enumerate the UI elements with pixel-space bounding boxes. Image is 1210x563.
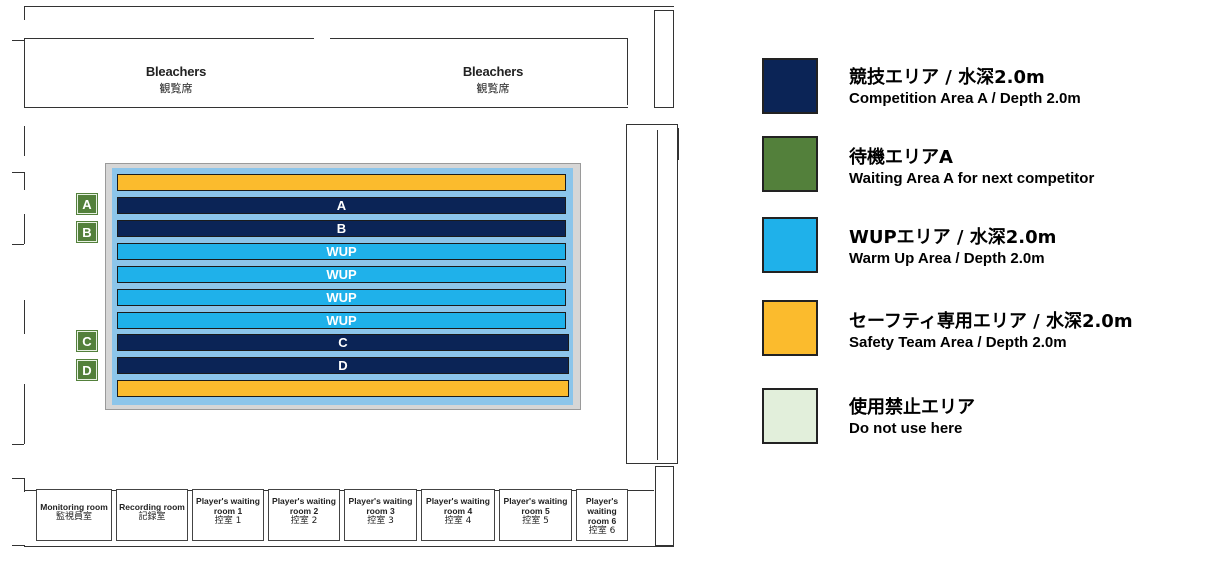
legend-label-en: Do not use here — [849, 420, 963, 437]
wall-segment — [24, 172, 25, 190]
room-label-en: Player's waiting room 4 — [426, 496, 490, 516]
right-column-bottom — [655, 466, 674, 546]
lane-wup-5: WUP — [117, 289, 566, 306]
legend-label-en: Warm Up Area / Depth 2.0m — [849, 250, 1045, 267]
legend-label-en: Waiting Area A for next competitor — [849, 170, 1095, 187]
wall-tick — [12, 244, 24, 245]
wall-segment — [24, 126, 25, 156]
waiting-marker-c: C — [76, 330, 98, 352]
wall-tick — [12, 478, 24, 479]
wall-segment — [24, 478, 25, 492]
legend-swatch-1 — [762, 136, 818, 192]
wall-top-left — [24, 6, 25, 20]
wall-segment — [24, 55, 25, 77]
bleachers-right: Bleachers 観覧席 — [393, 64, 593, 96]
legend-swatch-2 — [762, 217, 818, 273]
wall-top — [24, 6, 674, 7]
lane-a-1: A — [117, 197, 566, 214]
wall-segment — [24, 384, 25, 444]
bleachers-left: Bleachers 観覧席 — [76, 64, 276, 96]
legend-swatch-4 — [762, 388, 818, 444]
wall-inner-line — [657, 130, 658, 460]
bleacher-right-edge — [627, 38, 628, 105]
room-label-jp: 控室 2 — [290, 516, 318, 526]
lane-wup-3: WUP — [117, 243, 566, 260]
lane-d-8: D — [117, 357, 569, 374]
bleachers-left-en: Bleachers — [145, 64, 207, 79]
lane-b-2: B — [117, 220, 566, 237]
bleacher-front-left — [24, 38, 314, 39]
lane-c-7: C — [117, 334, 569, 351]
room-label-jp: 監視員室 — [55, 512, 92, 522]
wall-segment — [678, 128, 679, 160]
legend-label-en: Safety Team Area / Depth 2.0m — [849, 334, 1067, 351]
legend-swatch-0 — [762, 58, 818, 114]
legend-label-en: Competition Area A / Depth 2.0m — [849, 90, 1081, 107]
room-label-en: Recording room — [119, 502, 185, 512]
wall-segment — [24, 214, 25, 244]
room-label-jp: 控室 6 — [588, 526, 616, 536]
wall-bottom — [24, 546, 674, 547]
wall-segment — [24, 300, 25, 334]
lane-wup-6: WUP — [117, 312, 566, 329]
room-label-en: Player's waiting room 2 — [272, 496, 336, 516]
waiting-marker-d: D — [76, 359, 98, 381]
legend-label-jp: 競技エリア / 水深2.0m — [849, 67, 1045, 88]
lane-safety-9 — [117, 380, 569, 397]
room-label-en: Player's waiting room 5 — [503, 496, 568, 516]
right-column-top — [654, 10, 674, 108]
wall-tick — [12, 444, 24, 445]
room-label-en: Monitoring room — [40, 502, 108, 512]
bleacher-front-right — [330, 38, 628, 39]
room-label-en: Player's waiting room 6 — [585, 496, 619, 526]
waiting-marker-a: A — [76, 193, 98, 215]
bleachers-right-en: Bleachers — [462, 64, 524, 79]
wall-tick — [12, 40, 24, 41]
room-label-jp: 控室 3 — [367, 516, 394, 526]
legend-swatch-3 — [762, 300, 818, 356]
room-label-jp: 記録室 — [138, 512, 166, 522]
waiting-marker-b: B — [76, 221, 98, 243]
bleacher-back-line — [24, 107, 628, 108]
wall-tick — [12, 545, 25, 546]
room-label-jp: 控室 1 — [214, 516, 242, 526]
legend-item-4: 使用禁止エリア Do not use here — [849, 396, 975, 438]
room-label-en: Player's waiting room 1 — [196, 496, 260, 516]
legend-label-jp: WUPエリア / 水深2.0m — [849, 227, 1057, 248]
legend-label-jp: 待機エリアA — [849, 147, 953, 168]
room-label-jp: 控室 4 — [444, 516, 472, 526]
lane-safety-0 — [117, 174, 566, 191]
legend-label-jp: 使用禁止エリア — [849, 397, 975, 418]
lane-wup-4: WUP — [117, 266, 566, 283]
wall-tick — [12, 172, 24, 173]
bleachers-left-jp: 観覧席 — [159, 82, 193, 95]
right-long-wall — [626, 124, 678, 464]
room-label-en: Player's waiting room 3 — [348, 496, 413, 516]
bleachers-right-jp: 観覧席 — [476, 82, 510, 95]
room-label-jp: 控室 5 — [522, 516, 549, 526]
legend-item-1: 待機エリアA Waiting Area A for next competitor — [849, 146, 1094, 188]
legend-label-jp: セーフティ専用エリア / 水深2.0m — [849, 311, 1133, 332]
